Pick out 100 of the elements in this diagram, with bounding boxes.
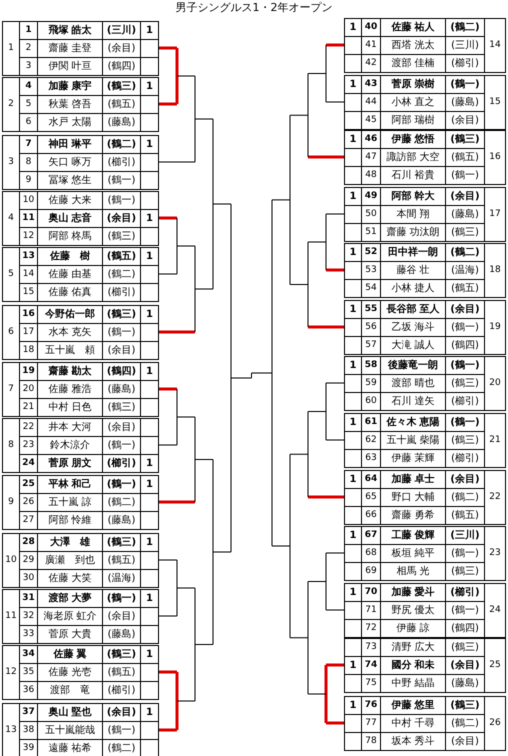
player-name: 鈴木涼介	[50, 440, 90, 450]
group-table	[2, 191, 159, 246]
player-name: 奥山 堅也	[48, 708, 92, 718]
player-name: 板垣 純平	[391, 548, 435, 558]
group-number: 15	[489, 98, 501, 107]
player-name: 佐藤 由基	[48, 270, 92, 280]
seed-number: 25	[22, 480, 35, 489]
seed-number: 60	[365, 397, 377, 406]
school-name: (鶴三)	[451, 228, 479, 238]
seed-number: 48	[365, 171, 377, 180]
win-mark: 1	[146, 214, 153, 224]
player-name: 加藤 康宇	[48, 82, 92, 92]
seed-number: 34	[22, 650, 35, 659]
seed-number: 65	[365, 493, 377, 502]
seed-number: 53	[365, 266, 377, 275]
player-name: 佐藤 光壱	[48, 668, 92, 678]
seed-number: 49	[364, 192, 378, 201]
school-name: (藤島)	[451, 98, 479, 108]
school-name: (余目)	[451, 116, 479, 126]
seed-number: 78	[365, 737, 377, 746]
school-name: (鶴三)	[450, 134, 480, 144]
player-name: 齋藤 功汰朗	[386, 228, 440, 238]
school-name: (藤島)	[108, 118, 136, 128]
group-number: 25	[489, 661, 501, 670]
school-name: (鶴三)	[106, 82, 136, 92]
group-table	[344, 583, 506, 638]
win-mark: 1	[350, 474, 356, 484]
seed-number: 4	[25, 82, 32, 91]
school-name: (鶴五)	[451, 284, 479, 294]
player-name: 小林 捷人	[391, 284, 435, 294]
group-number: 13	[5, 726, 17, 735]
group-number: 22	[489, 493, 501, 502]
seed-number: 70	[364, 588, 378, 597]
group-table	[2, 135, 159, 190]
seed-number: 30	[22, 574, 34, 583]
seed-number: 68	[365, 549, 377, 558]
player-name: 菅原 崇樹	[391, 80, 435, 90]
group-number: 24	[489, 606, 501, 615]
group-table	[2, 645, 159, 700]
seed-number: 66	[365, 511, 377, 520]
school-name: (余目)	[108, 346, 136, 356]
group-table	[344, 470, 506, 525]
win-mark: 1	[146, 366, 153, 376]
seed-number: 55	[364, 305, 378, 314]
player-name: 阿部 幹大	[391, 192, 435, 202]
seed-number: 75	[365, 679, 377, 688]
seed-number: 3	[26, 62, 32, 71]
win-mark: 1	[350, 304, 356, 314]
win-mark: 1	[146, 252, 153, 262]
school-name: (鶴三)	[106, 538, 136, 548]
player-name: 伊藤 諒	[396, 624, 430, 634]
school-name: (鶴一)	[106, 594, 136, 604]
player-name: 長谷部 至人	[386, 304, 440, 314]
seed-number: 12	[22, 232, 34, 241]
group-table	[2, 247, 159, 302]
player-name: 野口 大輔	[391, 492, 435, 502]
seed-number: 22	[22, 423, 34, 432]
seed-number: 57	[365, 341, 377, 350]
school-name: (鶴一)	[108, 328, 136, 338]
seed-number: 8	[26, 158, 32, 167]
school-name: (余目)	[450, 474, 480, 484]
school-name: (鶴三)	[451, 566, 479, 576]
seed-number: 23	[22, 441, 34, 450]
win-mark: 1	[146, 26, 153, 36]
player-name: 五十嵐 頼	[45, 346, 95, 356]
seed-number: 14	[22, 270, 34, 279]
school-name: (余目)	[106, 708, 136, 718]
player-name: 中村 日色	[48, 402, 92, 412]
group-table	[344, 187, 506, 242]
group-number: 6	[8, 328, 14, 337]
school-name: (藤島)	[108, 630, 136, 640]
school-name: (鶴三)	[450, 700, 480, 710]
seed-number: 77	[365, 719, 377, 728]
win-mark: 1	[146, 650, 153, 660]
player-name: 水本 克矢	[48, 328, 92, 338]
school-name: (鶴一)	[450, 418, 480, 428]
school-name: (鶴一)	[451, 548, 479, 558]
school-name: (鶴二)	[450, 22, 480, 32]
seed-number: 39	[22, 744, 34, 753]
school-name: (鶴四)	[108, 62, 136, 72]
school-name: (鶴一)	[451, 322, 479, 332]
seed-number: 40	[364, 23, 378, 32]
player-name: 平林 和己	[48, 480, 92, 490]
seed-number: 28	[22, 538, 35, 547]
group-table	[2, 77, 159, 132]
player-name: 齋藤 圭登	[48, 44, 92, 54]
title: 男子シングルス1・2年オープン	[174, 2, 334, 13]
group-number: 26	[489, 719, 501, 728]
seed-number: 71	[365, 606, 377, 615]
seed-number: 52	[364, 248, 378, 257]
player-name: 大滝 誠人	[391, 340, 435, 350]
player-name: 廣瀬 到也	[45, 556, 95, 566]
group-number: 2	[8, 100, 14, 109]
player-name: 菅原 朋文	[48, 458, 92, 468]
group-number: 10	[5, 556, 17, 565]
group-number: 12	[5, 668, 17, 677]
school-name: (余目)	[450, 660, 480, 670]
school-name: (鶴三)	[106, 310, 136, 320]
school-name: (鶴三)	[106, 650, 136, 660]
player-name: 遠藤 祐希	[48, 744, 92, 754]
